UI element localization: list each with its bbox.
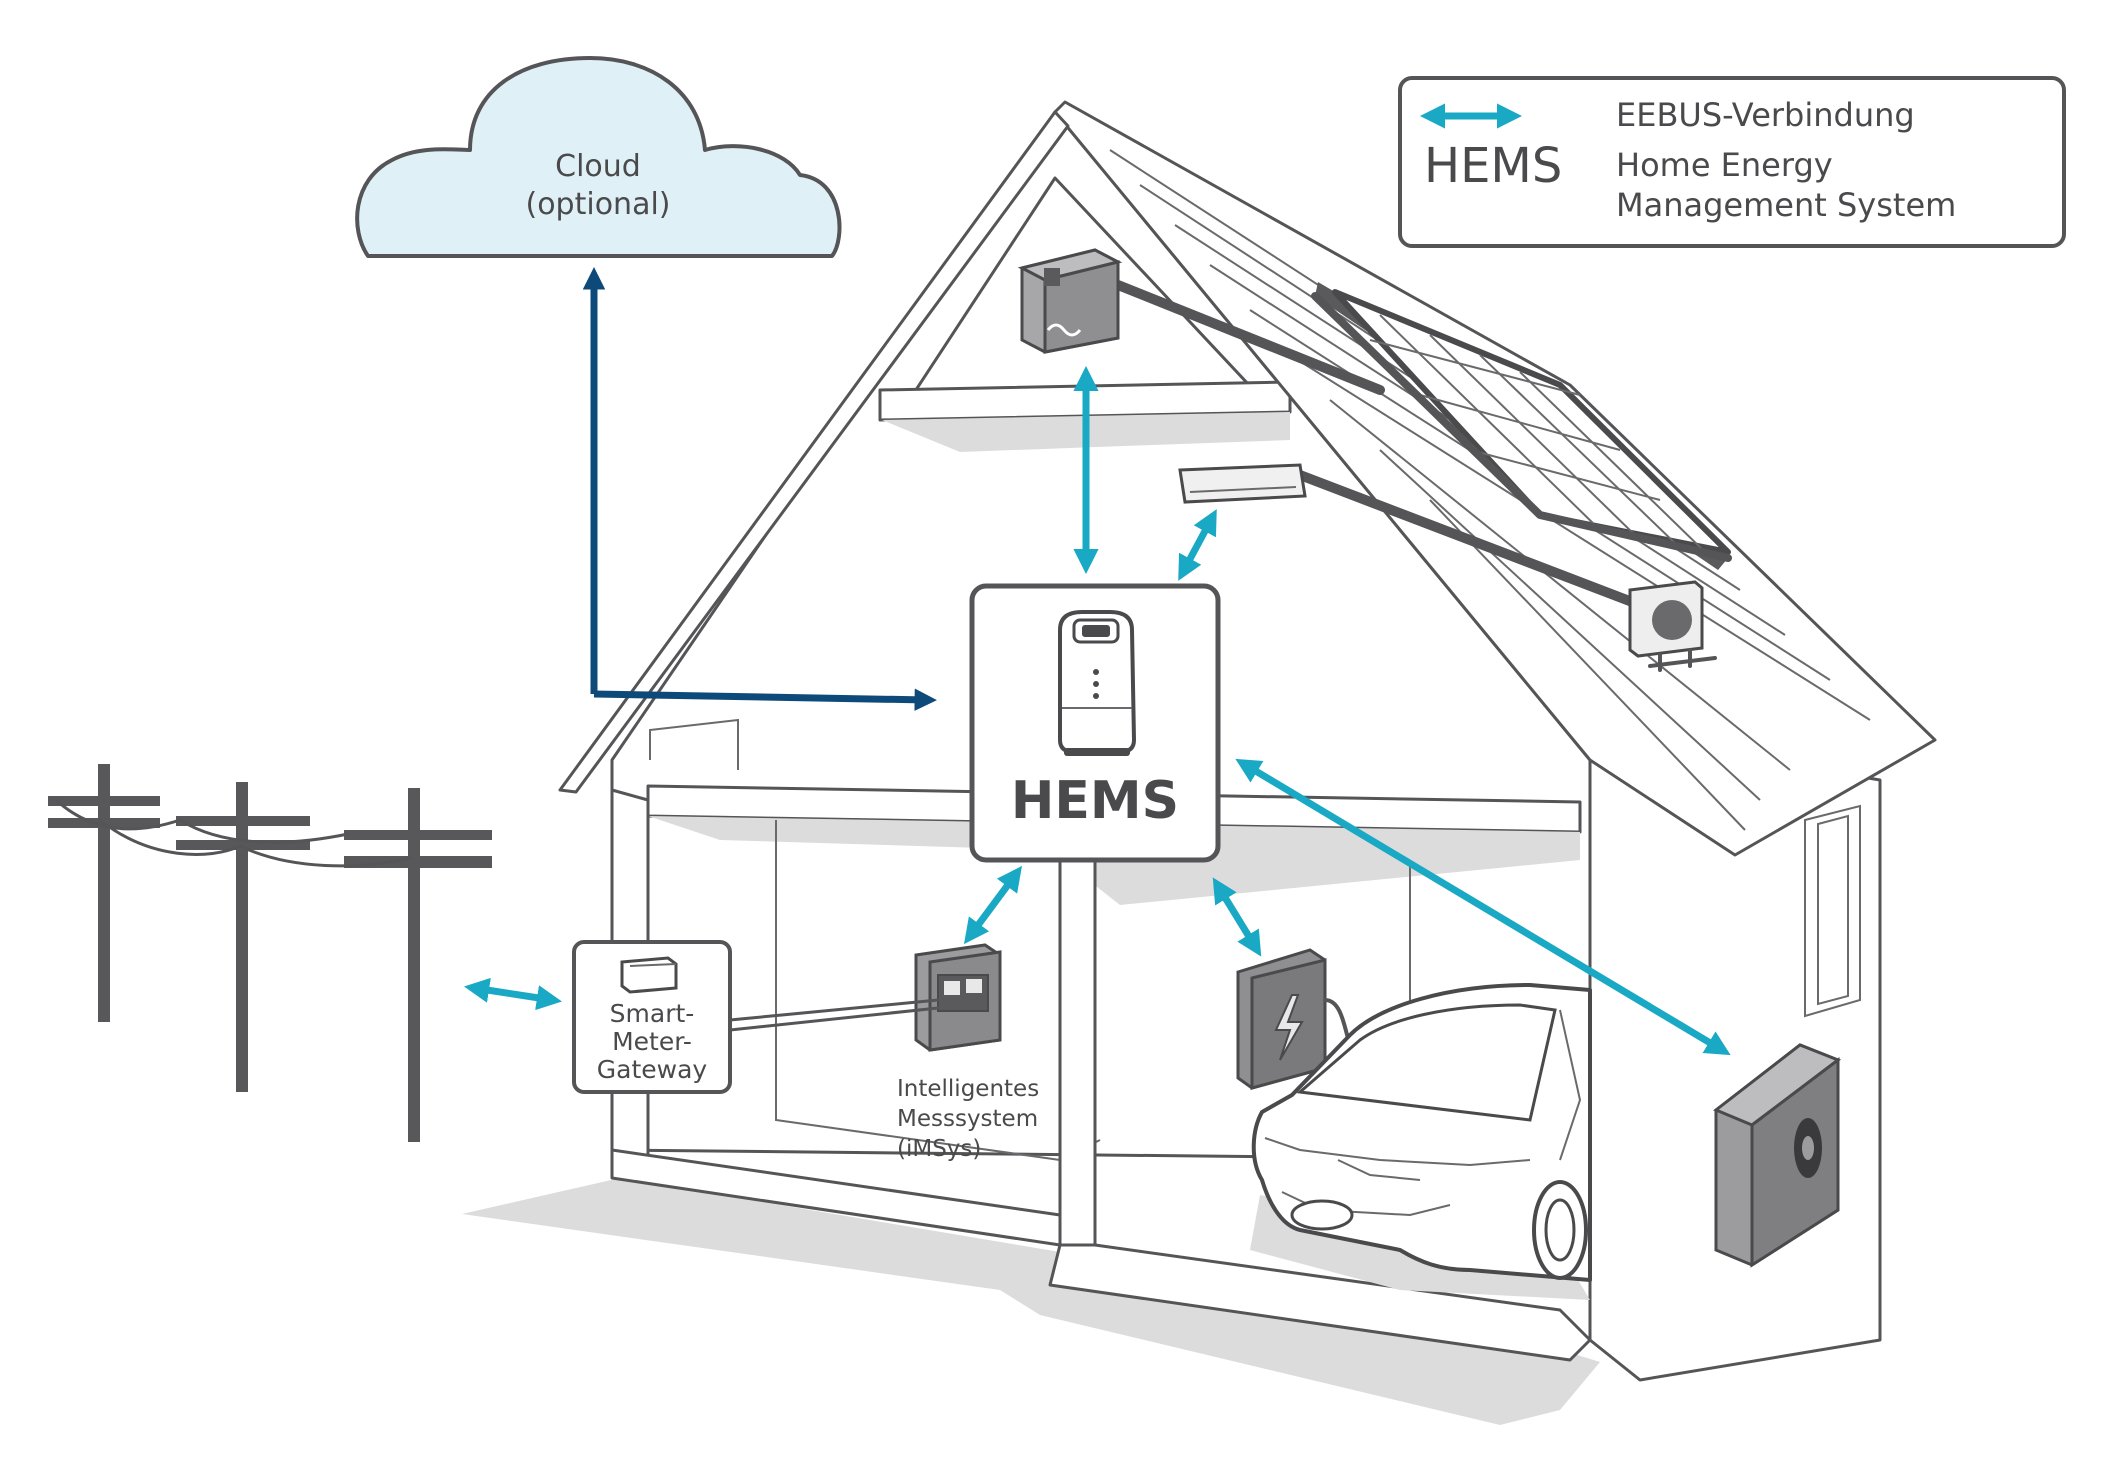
- cloud-connection-arrow: [593, 688, 937, 711]
- power-pole-icon: [48, 764, 492, 1142]
- eebus-arrow-grid: [464, 977, 562, 1011]
- eebus-arrow-heat-pump: [1235, 758, 1731, 1056]
- inverter-cable: [1113, 280, 1385, 395]
- heat-pump-icon: [1628, 580, 1717, 672]
- legend-hems-abbrev: HEMS: [1424, 138, 1562, 194]
- smart-meter-gateway-box: Smart- Meter- Gateway: [572, 940, 732, 1094]
- hems-device-icon: [1058, 610, 1137, 756]
- legend: EEBUS-Verbindung HEMS Home Energy Manage…: [1398, 76, 2066, 248]
- gateway-label-line1: Smart-: [610, 999, 695, 1028]
- eebus-arrow-ac: [1178, 509, 1217, 581]
- solar-panel-icon: [1311, 282, 1732, 570]
- cloud-icon: [355, 56, 842, 258]
- eebus-arrow-meter: [963, 865, 1023, 945]
- ac-cable: [1295, 470, 1645, 610]
- meter-label-line3: (iMSys): [897, 1136, 981, 1162]
- hems-center-label: HEMS: [1011, 771, 1179, 831]
- hems-center-box: HEMS: [969, 583, 1221, 863]
- heat-pump-icon: [1713, 1043, 1842, 1268]
- ground-shadow: [462, 1178, 1600, 1425]
- inverter-icon: [1017, 248, 1123, 354]
- eebus-connections: [464, 365, 1731, 1056]
- meter-label-line2: Messsystem: [897, 1106, 1038, 1132]
- gateway-meter-cable: [728, 1006, 940, 1032]
- gateway-label-line3: Gateway: [597, 1055, 708, 1084]
- legend-eebus-label: EEBUS-Verbindung: [1616, 96, 1915, 134]
- air-conditioner-icon: [1178, 463, 1307, 504]
- cloud-label-line1: Cloud: [555, 149, 641, 184]
- meter-cabinet-icon: [914, 943, 1002, 1052]
- smart-meter-gateway-icon: [620, 956, 678, 994]
- eebus-arrow-wallbox: [1212, 877, 1262, 957]
- cloud-label-line2: (optional): [526, 187, 671, 222]
- gateway-label-line2: Meter-: [612, 1027, 692, 1056]
- meter-label-line1: Intelligentes: [897, 1076, 1039, 1102]
- legend-hems-line2: Management System: [1616, 186, 1956, 224]
- legend-hems-line1: Home Energy: [1616, 146, 1833, 184]
- gateway-meter-cable: [728, 998, 940, 1022]
